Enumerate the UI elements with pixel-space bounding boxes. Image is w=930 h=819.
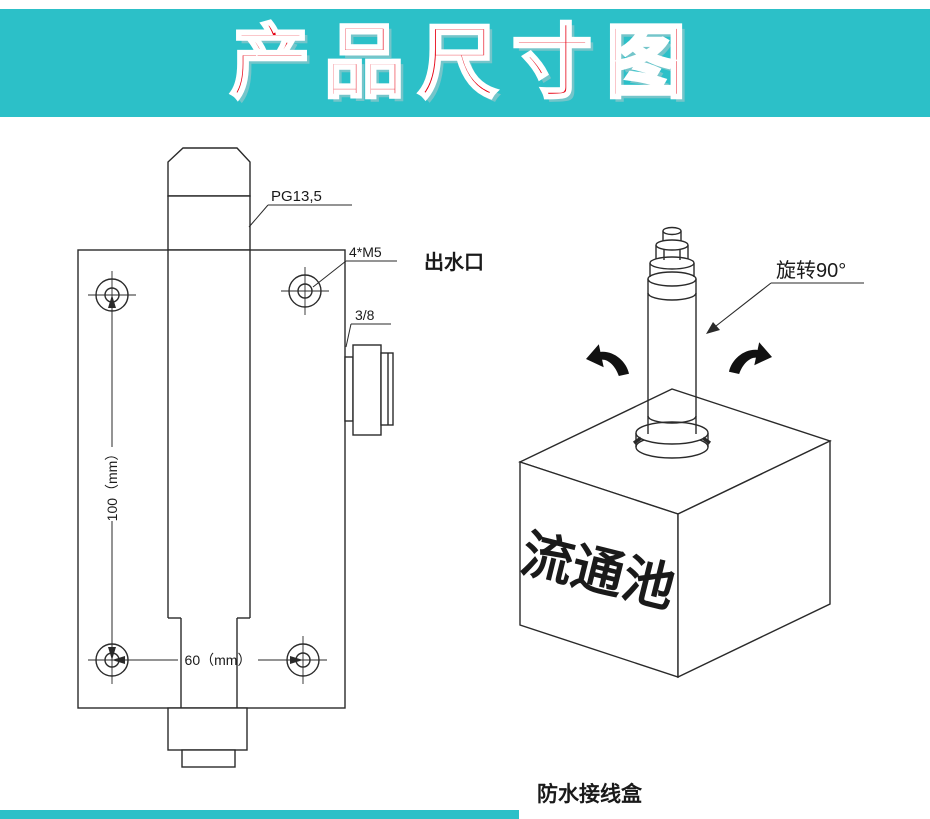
mount-hole-top-right xyxy=(281,267,329,315)
mounting-plate xyxy=(77,249,346,709)
outlet-label: 出水口 xyxy=(424,251,484,274)
title-banner: 产品尺寸图 xyxy=(0,9,930,117)
box-right-face xyxy=(677,439,831,679)
bottom-accent-strip xyxy=(0,810,519,819)
rotate-label: 旋转90° xyxy=(776,259,846,282)
sensor-cylinder xyxy=(647,271,697,434)
junction-box-label: 防水接线盒 xyxy=(537,782,643,806)
rotate-callout: 旋转90° xyxy=(706,259,864,334)
width-dimension-label: 60（mm） xyxy=(185,652,252,668)
screw-spec-label: 4*M5 xyxy=(349,244,382,260)
width-dimension: 60（mm） xyxy=(112,652,303,668)
bottom-connector xyxy=(167,707,248,768)
page-title: 产品尺寸图 xyxy=(229,18,700,107)
sensor-top-cap xyxy=(649,226,695,277)
side-thread-callout: 3/8 xyxy=(345,307,391,348)
thread-body xyxy=(167,195,251,251)
drawing-area: 100（mm） 60（mm） PG13,5 xyxy=(0,117,930,819)
thread-size-callout: PG13,5 xyxy=(248,188,352,228)
screw-spec-callout: 4*M5 xyxy=(312,244,397,288)
side-connector xyxy=(344,344,394,436)
rotation-arrow-right-icon xyxy=(728,342,772,374)
hex-nut xyxy=(167,147,251,197)
rotation-arrow-left-icon xyxy=(586,344,630,376)
side-thread-label: 3/8 xyxy=(355,307,375,323)
height-dimension-label: 100（mm） xyxy=(104,447,120,522)
flange-ring xyxy=(632,421,712,459)
front-view: 100（mm） 60（mm） PG13,5 xyxy=(77,147,484,768)
dimension-drawing: 100（mm） 60（mm） PG13,5 xyxy=(77,147,864,806)
thread-size-label: PG13,5 xyxy=(271,188,322,205)
iso-view: 旋转90° 流通池 防水接线盒 xyxy=(515,226,864,806)
center-column xyxy=(167,250,251,708)
height-dimension: 100（mm） xyxy=(104,295,120,660)
